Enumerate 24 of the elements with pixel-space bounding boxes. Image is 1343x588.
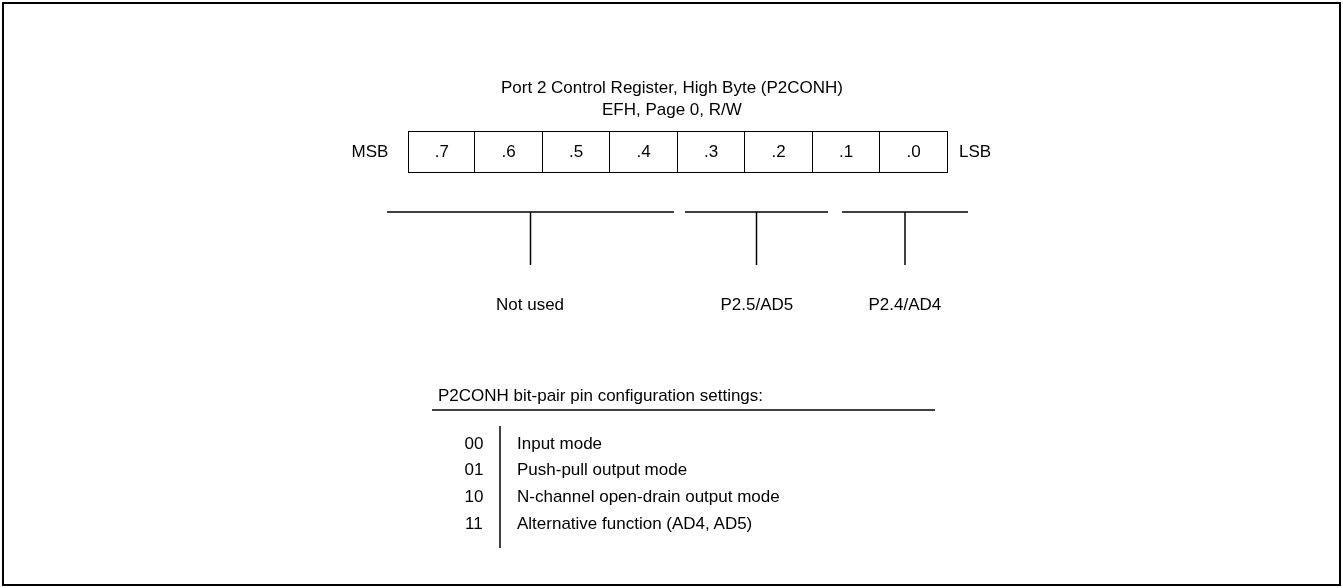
bit-cell: .6 <box>474 131 543 173</box>
mode-description: N-channel open-drain output mode <box>517 487 780 507</box>
bit-code: 01 <box>464 460 484 480</box>
bit-cell: .0 <box>879 131 948 173</box>
bit-cell: .5 <box>541 131 611 173</box>
lsb-label: LSB <box>959 142 992 162</box>
bit-cell: .2 <box>744 131 813 173</box>
field-label: P2.4/AD4 <box>868 295 942 315</box>
mode-description: Push-pull output mode <box>517 460 688 480</box>
bit-cell: .1 <box>811 131 881 173</box>
bit-cell: .7 <box>408 131 476 173</box>
bit-code: 00 <box>464 434 484 454</box>
bit-code: 10 <box>464 487 484 507</box>
register-title: Port 2 Control Register, High Byte (P2CONH) <box>501 78 843 98</box>
bit-code: 11 <box>465 514 483 534</box>
settings-heading: P2CONH bit-pair pin configuration settings: <box>438 386 764 406</box>
bit-cell: .4 <box>609 131 678 173</box>
field-label: Not used <box>496 295 565 315</box>
register-address: EFH, Page 0, R/W <box>602 100 742 120</box>
bit-cell: .3 <box>676 131 746 173</box>
mode-description: Alternative function (AD4, AD5) <box>517 514 753 534</box>
mode-description: Input mode <box>517 434 603 454</box>
field-label: P2.5/AD5 <box>720 295 794 315</box>
msb-label: MSB <box>351 142 389 162</box>
